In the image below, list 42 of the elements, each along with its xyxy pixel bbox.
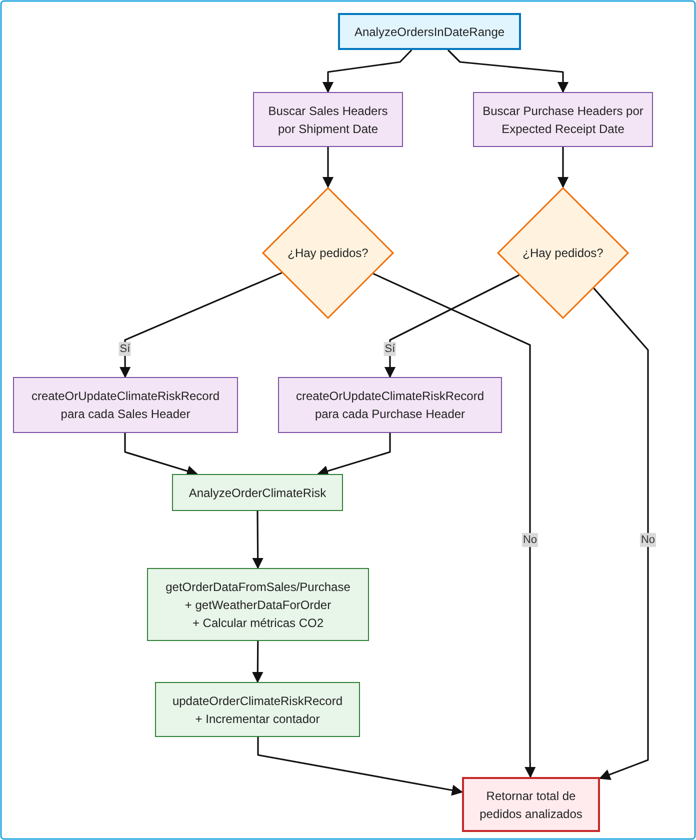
arrow: [252, 511, 264, 570]
edge-label: No: [522, 533, 538, 547]
node-label: Buscar Sales Headers por Shipment Date: [267, 102, 389, 138]
arrow: [322, 147, 334, 188]
node-label: getOrderDataFromSales/Purchase: [166, 578, 350, 596]
arrow: [384, 274, 520, 378]
edge-label: Sí: [384, 342, 396, 356]
process-box: [172, 474, 343, 511]
arrow: [120, 272, 282, 378]
edge-label: No: [640, 533, 656, 547]
edge-label: Sí: [118, 342, 132, 356]
node-label: + getWeatherDataForOrder: [184, 596, 332, 614]
node-label: createOrUpdateClimateRiskRecord para cada Sales Header: [30, 388, 221, 423]
node-label: updateOrderClimateRiskRecord: [172, 692, 343, 710]
node-label: ¿Hay pedidos?: [288, 245, 368, 262]
node-label: Retornar total de pedidos analizados: [478, 788, 584, 822]
node-label: AnalyzeOrderClimateRisk: [188, 484, 326, 502]
start-box: [338, 13, 521, 50]
arrow: [447, 49, 569, 94]
process-box: [155, 682, 360, 737]
arrow: [124, 432, 198, 476]
node-label: ¿Hay pedidos?: [522, 245, 604, 262]
decision-diamond: [497, 187, 629, 319]
node-label: + Calcular métricas CO2: [192, 614, 324, 632]
decision-diamond: [262, 187, 394, 319]
node-label: + Incrementar contador: [195, 710, 320, 728]
arrow: [593, 288, 649, 780]
process-box: [147, 568, 369, 641]
arrow: [252, 641, 264, 684]
process-box: [473, 92, 653, 147]
end-box: [462, 777, 600, 832]
process-box: [253, 92, 403, 147]
arrow: [316, 432, 391, 476]
arrow: [557, 147, 569, 188]
node-label: AnalyzeOrdersInDateRange: [354, 24, 505, 40]
process-box: [278, 377, 502, 433]
arrow: [322, 49, 412, 94]
arrow: [372, 272, 536, 778]
process-box: [13, 377, 238, 433]
node-label: createOrUpdateClimateRiskRecord para cada Purchase Header: [294, 388, 486, 423]
arrow: [257, 736, 464, 796]
node-label: Buscar Purchase Headers por Expected Receipt Date: [482, 102, 644, 138]
